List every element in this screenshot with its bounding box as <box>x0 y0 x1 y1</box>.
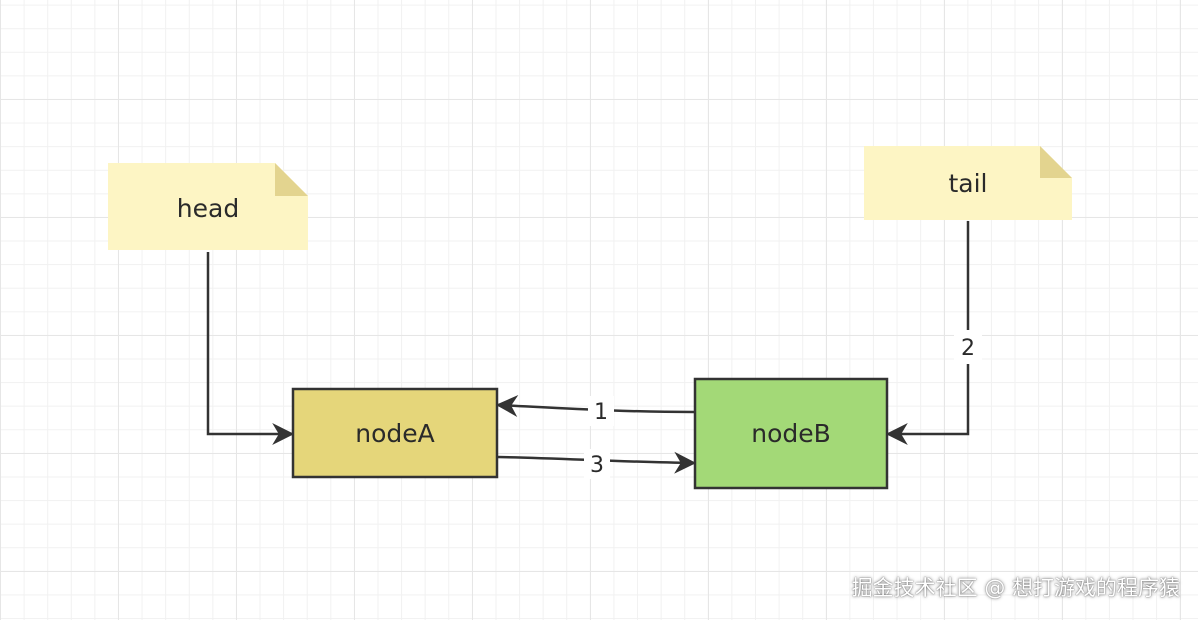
edge-label-1-bg <box>588 396 614 426</box>
edge-label-3: 3 <box>590 453 604 478</box>
head-note[interactable]: head <box>108 163 308 250</box>
edge-label-2-bg <box>954 330 982 364</box>
edge-label-2: 2 <box>961 336 975 361</box>
edge-label-1: 1 <box>594 400 608 425</box>
tail-note[interactable]: tail <box>864 146 1072 220</box>
nodeA-box[interactable]: nodeA <box>291 387 499 479</box>
tail-label: tail <box>948 169 987 198</box>
head-label: head <box>177 194 239 223</box>
head-to-nodeA-connector <box>206 252 295 445</box>
edge-label-3-bg <box>584 449 610 479</box>
watermark: 掘金技术社区 @ 想打游戏的程序猿 <box>851 576 1180 600</box>
tail-to-nodeB-connector <box>885 221 970 445</box>
nodeB-label: nodeB <box>751 419 831 448</box>
nodeA-label: nodeA <box>355 419 435 448</box>
nodeB-box[interactable]: nodeB <box>693 377 889 490</box>
